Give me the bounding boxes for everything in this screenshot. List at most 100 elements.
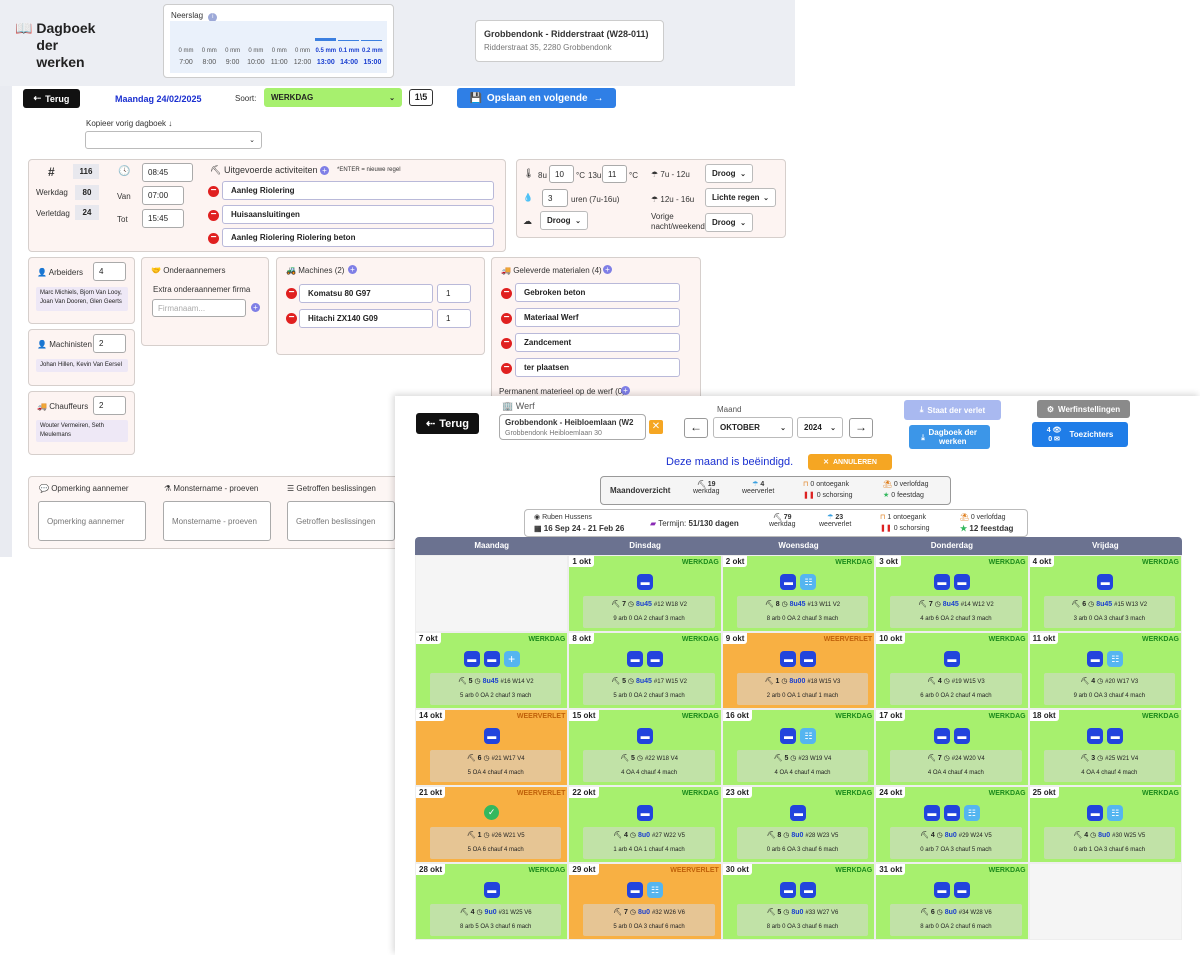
- ground-select[interactable]: Droog⌄: [540, 211, 588, 230]
- beslissingen-input[interactable]: Getroffen beslissingen: [287, 501, 395, 541]
- materiaal-input[interactable]: Materiaal Werf: [515, 308, 680, 327]
- opslaan-button[interactable]: 💾Opslaan en volgende→: [457, 88, 616, 108]
- day-cell[interactable]: 9 okt WEERVERLET ▬▬ ⛏ 1 ◷ 8u00 #18 W15 V…: [721, 632, 876, 709]
- day-cell[interactable]: 15 okt WERKDAG ▬ ⛏ 5 ◷ #22 W18 V4 4 OA 4…: [568, 709, 722, 786]
- day-cell[interactable]: 24 okt WERKDAG ▬▬☷ ⛏ 4 ◷ 8u0 #29 W24 V5 …: [875, 786, 1029, 863]
- p1-select[interactable]: Droog⌄: [705, 164, 753, 183]
- chat-icon[interactable]: ▬: [943, 805, 960, 821]
- day-cell[interactable]: 23 okt WERKDAG ▬ ⛏ 8 ◷ 8u0 #28 W23 V5 0 …: [721, 786, 876, 863]
- chat-icon[interactable]: ▬: [953, 882, 970, 898]
- chat-icon[interactable]: ▬: [627, 651, 644, 667]
- kalender-terug-button[interactable]: ⇠Terug: [416, 413, 479, 434]
- chat-icon[interactable]: ▬: [790, 805, 807, 821]
- day-cell[interactable]: 21 okt WEERVERLET ✓ ⛏ 1 ◷ #26 W21 V5 5 O…: [415, 786, 569, 863]
- add-machine-icon[interactable]: +: [348, 265, 357, 274]
- day-cell[interactable]: 30 okt WERKDAG ▬▬ ⛏ 5 ◷ 8u0 #33 W27 V6 8…: [721, 863, 876, 940]
- materiaal-input[interactable]: Gebroken beton: [515, 283, 680, 302]
- activiteit-input[interactable]: Huisaansluitingen: [222, 204, 494, 224]
- chat-icon[interactable]: ▬: [933, 728, 950, 744]
- day-cell[interactable]: 22 okt WERKDAG ▬ ⛏ 4 ◷ 8u0 #27 W22 V5 1 …: [568, 786, 722, 863]
- chat-icon[interactable]: ▬: [483, 882, 500, 898]
- add-activiteit-icon[interactable]: +: [320, 166, 329, 175]
- chat-icon[interactable]: ▬: [933, 574, 950, 590]
- materiaal-input[interactable]: ter plaatsen: [515, 358, 680, 377]
- remove-machine-icon[interactable]: −: [286, 313, 297, 324]
- day-cell[interactable]: 3 okt WERKDAG ▬▬ ⛏ 7 ◷ 8u45 #14 W12 V2 4…: [875, 555, 1029, 632]
- remove-materiaal-icon[interactable]: −: [501, 338, 512, 349]
- day-cell[interactable]: 17 okt WERKDAG ▬▬ ⛏ 7 ◷ #24 W20 V4 4 OA …: [875, 709, 1029, 786]
- activiteit-input[interactable]: Aanleg Riolering Riolering beton: [222, 228, 494, 247]
- day-cell[interactable]: 7 okt WERKDAG ▬▬+ ⛏ 5 ◷ 8u45 #16 W14 V2 …: [415, 632, 569, 709]
- remove-machine-icon[interactable]: −: [286, 288, 297, 299]
- add-permanent-icon[interactable]: +: [621, 386, 630, 395]
- day-cell[interactable]: 18 okt WERKDAG ▬▬ ⛏ 3 ◷ #25 W21 V4 4 OA …: [1028, 709, 1182, 786]
- remove-activiteit-icon[interactable]: −: [208, 209, 219, 221]
- chat-icon[interactable]: ▬: [637, 574, 654, 590]
- chat-icon[interactable]: ▬: [483, 651, 500, 667]
- day-cell[interactable]: 25 okt WERKDAG ▬☷ ⛏ 4 ◷ 8u0 #30 W25 V5 0…: [1028, 786, 1182, 863]
- soort-select[interactable]: WERKDAG⌄: [264, 88, 402, 107]
- clipboard-icon[interactable]: ☷: [800, 574, 817, 590]
- day-cell[interactable]: 16 okt WERKDAG ▬☷ ⛏ 5 ◷ #23 W19 V4 4 OA …: [721, 709, 876, 786]
- clipboard-icon[interactable]: ☷: [963, 805, 980, 821]
- chat-icon[interactable]: ▬: [1087, 728, 1104, 744]
- annuleren-button[interactable]: ✕ANNULEREN: [808, 454, 892, 470]
- machine-input[interactable]: Komatsu 80 G97: [299, 284, 433, 303]
- staat-der-verlet-button[interactable]: ⤓Staat der verlet: [904, 400, 1001, 420]
- month-select[interactable]: OKTOBER⌄: [713, 417, 793, 438]
- add-entry-icon[interactable]: +: [503, 651, 520, 667]
- tot-input[interactable]: 15:45: [142, 209, 184, 228]
- day-cell[interactable]: 10 okt WERKDAG ▬ ⛏ 4 ◷ #19 W15 V3 6 arb …: [875, 632, 1029, 709]
- chat-icon[interactable]: ▬: [1087, 805, 1104, 821]
- activiteit-input[interactable]: Aanleg Riolering: [222, 181, 494, 200]
- van-input[interactable]: 07:00: [142, 186, 184, 205]
- materiaal-input[interactable]: Zandcement: [515, 333, 680, 352]
- remove-activiteit-icon[interactable]: −: [208, 186, 219, 197]
- chat-icon[interactable]: ▬: [953, 574, 970, 590]
- chat-icon[interactable]: ▬: [780, 728, 797, 744]
- terug-button[interactable]: ⇠Terug: [23, 89, 80, 108]
- firmanaam-input[interactable]: Firmanaam...: [152, 299, 246, 317]
- t8u-input[interactable]: 10: [549, 165, 574, 183]
- chat-icon[interactable]: ▬: [1107, 728, 1124, 744]
- chat-icon[interactable]: ▬: [780, 574, 797, 590]
- prev-month-button[interactable]: ←: [684, 418, 708, 438]
- werf-select[interactable]: Grobbendonk - Heibloemlaan (W2 Grobbendo…: [499, 414, 646, 440]
- arbeiders-count[interactable]: 4: [93, 262, 126, 281]
- machine-qty-input[interactable]: 1: [437, 284, 471, 303]
- chat-icon[interactable]: ▬: [923, 805, 940, 821]
- chat-icon[interactable]: ▬: [637, 728, 654, 744]
- machinisten-count[interactable]: 2: [93, 334, 126, 353]
- start-time-input[interactable]: 08:45: [142, 163, 193, 182]
- chat-icon[interactable]: ▬: [780, 882, 797, 898]
- chat-icon[interactable]: ▬: [800, 651, 817, 667]
- info-icon[interactable]: i: [208, 13, 218, 22]
- opmerking-input[interactable]: Opmerking aannemer: [38, 501, 146, 541]
- chat-icon[interactable]: ▬: [647, 651, 664, 667]
- chat-icon[interactable]: ▬: [953, 728, 970, 744]
- add-onderaannemer-icon[interactable]: +: [251, 303, 260, 312]
- chat-icon[interactable]: ▬: [933, 882, 950, 898]
- clipboard-icon[interactable]: ☷: [647, 882, 664, 898]
- day-cell[interactable]: 29 okt WEERVERLET ▬☷ ⛏ 7 ◷ 8u0 #32 W26 V…: [568, 863, 722, 940]
- monstername-input[interactable]: Monstername - proeven: [163, 501, 271, 541]
- chat-icon[interactable]: ▬: [800, 882, 817, 898]
- day-cell[interactable]: 8 okt WERKDAG ▬▬ ⛏ 5 ◷ 8u45 #17 W15 V2 5…: [568, 632, 722, 709]
- kopieer-select[interactable]: ⌄: [85, 131, 262, 149]
- p3-select[interactable]: Droog⌄: [705, 213, 753, 232]
- remove-activiteit-icon[interactable]: −: [208, 233, 219, 244]
- werfinstellingen-button[interactable]: ⚙Werfinstellingen: [1037, 400, 1130, 418]
- year-select[interactable]: 2024⌄: [797, 417, 843, 438]
- clipboard-icon[interactable]: ☷: [1107, 805, 1124, 821]
- dagboek-der-werken-button[interactable]: ⤓Dagboek der werken: [909, 425, 990, 449]
- day-cell[interactable]: 2 okt WERKDAG ▬☷ ⛏ 8 ◷ 8u45 #13 W11 V2 8…: [721, 555, 876, 632]
- day-cell[interactable]: 31 okt WERKDAG ▬▬ ⛏ 6 ◷ 8u0 #34 W28 V6 8…: [875, 863, 1029, 940]
- chat-icon[interactable]: ▬: [637, 805, 654, 821]
- remove-materiaal-icon[interactable]: −: [501, 313, 512, 324]
- day-cell[interactable]: 11 okt WERKDAG ▬☷ ⛏ 4 ◷ #20 W17 V3 9 arb…: [1028, 632, 1182, 709]
- p2-select[interactable]: Lichte regen⌄: [705, 188, 776, 207]
- machine-input[interactable]: Hitachi ZX140 G09: [299, 309, 433, 328]
- day-cell[interactable]: 1 okt WERKDAG ▬ ⛏ 7 ◷ 8u45 #12 W18 V2 9 …: [568, 555, 722, 632]
- remove-materiaal-icon[interactable]: −: [501, 288, 512, 299]
- chauffeurs-count[interactable]: 2: [93, 396, 126, 415]
